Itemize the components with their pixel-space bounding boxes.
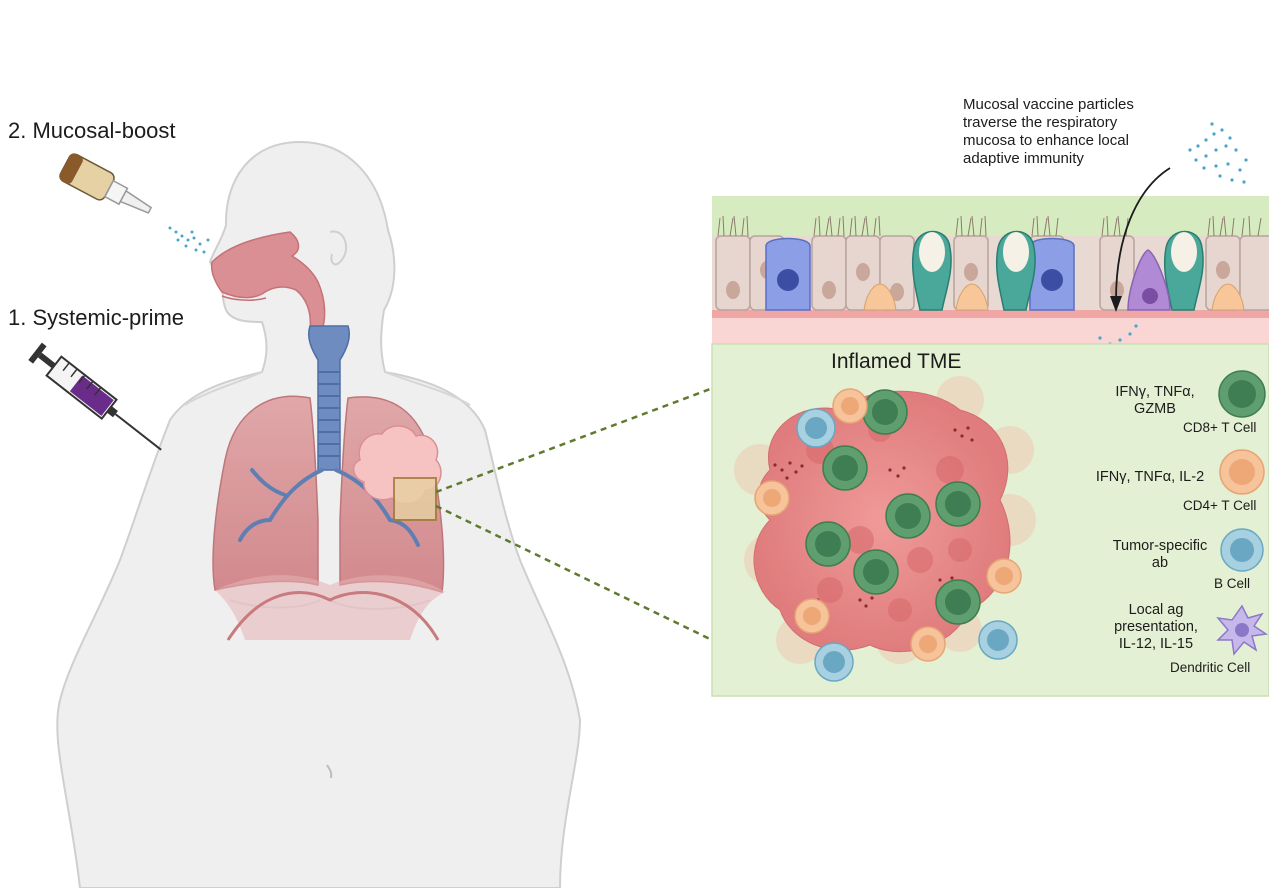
effect-line: IL-12, IL-15 [1118, 636, 1194, 652]
legend-cd4-name: CD4+ T Cell [1183, 498, 1257, 513]
tme-panel [711, 343, 1269, 697]
lung-tumor [352, 425, 442, 521]
effect-line: GZMB [1134, 401, 1176, 417]
legend-bcell-effect: Tumor-specific ab [1100, 538, 1220, 572]
b-cells [796, 408, 1018, 682]
legend-cd8-effect: IFNγ, TNFα, GZMB [1088, 384, 1222, 418]
tme-title: Inflamed TME [831, 350, 962, 373]
mucosal-boost-label: 2. Mucosal-boost [8, 118, 176, 143]
syringe [28, 342, 162, 451]
legend-dc-name: Dendritic Cell [1170, 660, 1251, 675]
cd4-cells [754, 388, 1022, 662]
legend-cd8-name: CD8+ T Cell [1183, 420, 1257, 435]
effect-line: presentation, [1114, 619, 1198, 635]
mucosa-note: Mucosal vaccine particles traverse the r… [963, 96, 1134, 168]
effect-line: ab [1151, 555, 1169, 571]
respiratory-mucosa [712, 122, 1269, 366]
mucosa-note-line: traverse the respiratory [963, 114, 1118, 131]
systemic-prime-label: 1. Systemic-prime [8, 305, 185, 330]
legend-cd4-effect: IFNγ, TNFα, IL-2 [1080, 469, 1220, 486]
mucosa-note-line: Mucosal vaccine particles [963, 96, 1134, 113]
spray-mist [168, 226, 210, 254]
effect-line: Local ag [1128, 602, 1184, 618]
legend-dc-effect: Local ag presentation, IL-12, IL-15 [1104, 602, 1208, 653]
legend-icons [1216, 370, 1269, 656]
nasal-spray-bottle [59, 153, 153, 214]
effect-line: IFNγ, TNFα, [1115, 384, 1195, 400]
mucosa-note-line: mucosa to enhance local [963, 132, 1129, 149]
effect-line: IFNγ, TNFα, IL-2 [1095, 469, 1205, 485]
effect-line: Tumor-specific [1112, 538, 1208, 554]
legend-bcell-name: B Cell [1214, 576, 1251, 591]
human-body-silhouette [56, 140, 582, 888]
mucosa-note-line: adaptive immunity [963, 150, 1084, 167]
